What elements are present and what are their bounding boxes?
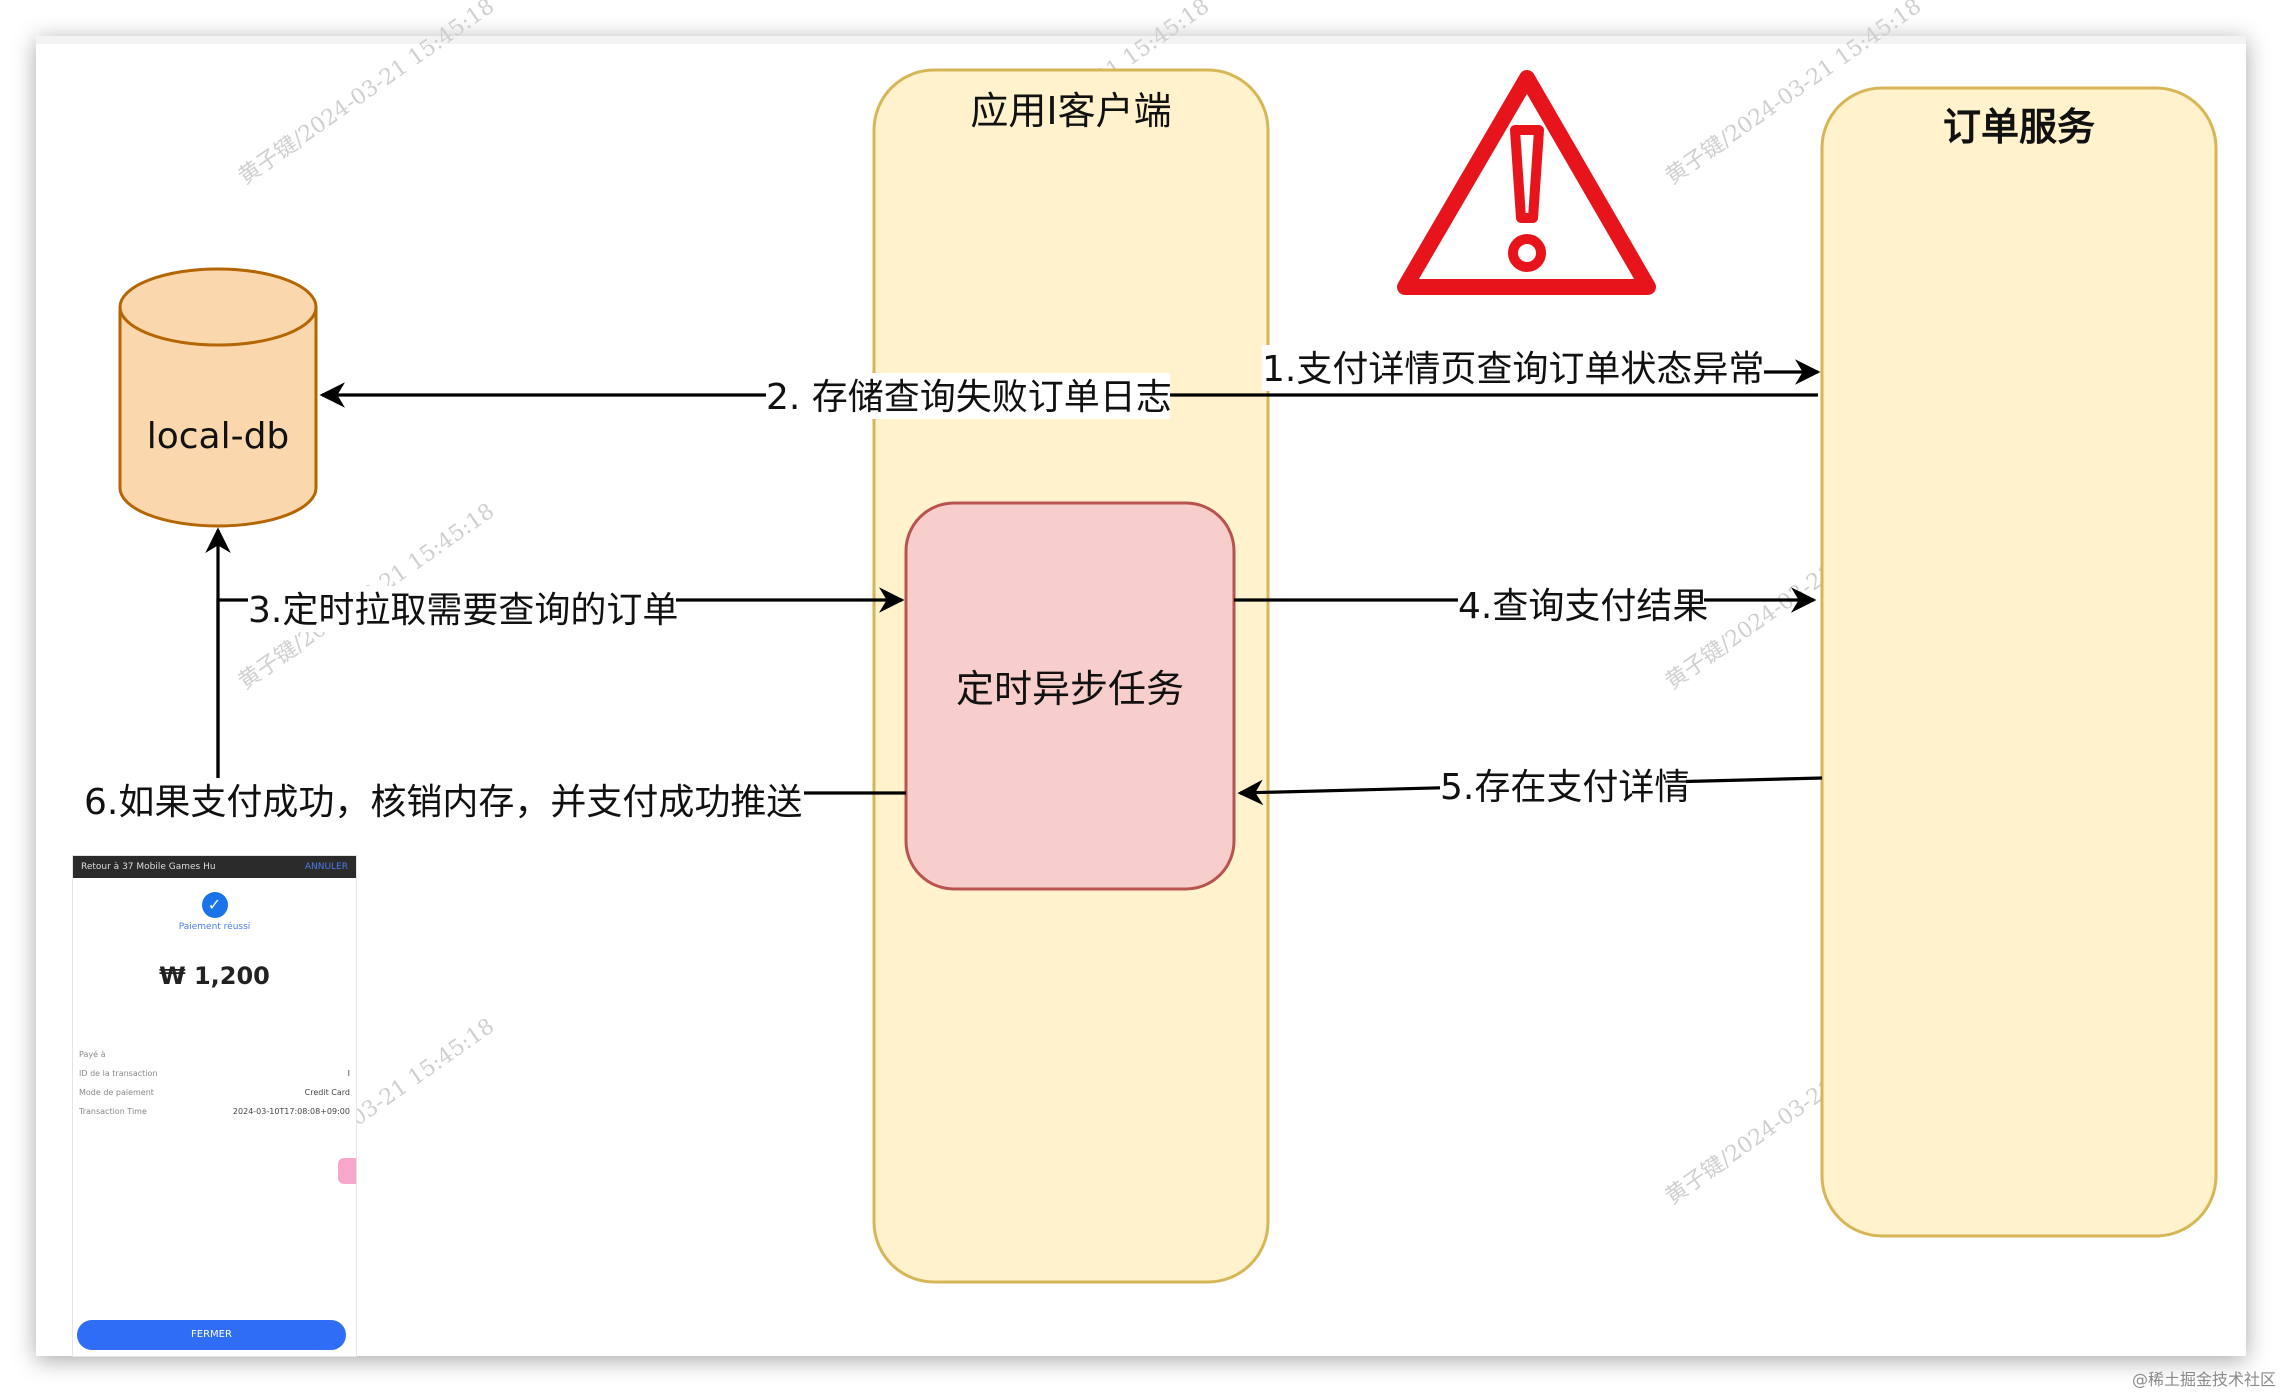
receipt-row-label: Payé à [79,1050,106,1059]
receipt-cancel-link[interactable]: ANNULER [304,862,348,872]
edge-label-5: 5.存在支付详情 [1440,767,1690,808]
receipt-row-label: Transaction Time [79,1107,147,1116]
order-service-lane[interactable] [1820,86,2218,1238]
receipt-row: Payé à [79,1050,350,1059]
client-lane-title: 应用I客户端 [970,89,1171,133]
order-service-title: 订单服务 [1943,105,2095,149]
receipt-row: ID de la transaction I [79,1069,350,1078]
footer-watermark: @稀土掘金技术社区 [2131,1370,2276,1389]
arrow-6 [205,527,906,795]
receipt-row-value: I [347,1069,350,1078]
edge-label-2: 2. 存储查询失败订单日志 [766,377,1172,418]
close-button[interactable]: FERMER [77,1320,346,1350]
receipt-row-value: Credit Card [304,1088,350,1097]
receipt-status: Paiement réussi [178,922,251,932]
floating-badge-icon[interactable] [338,1158,356,1184]
top-strip [36,36,2246,44]
receipt-row-label: ID de la transaction [79,1069,158,1078]
async-task-box[interactable] [904,501,1236,891]
edge-label-3: 3.定时拉取需要查询的订单 [248,590,678,631]
edge-label-4: 4.查询支付结果 [1458,586,1708,627]
receipt-row-label: Mode de paiement [79,1088,154,1097]
async-task-title: 定时异步任务 [956,667,1184,711]
watermark: 黄子键/2024-03-21 15:45:18 [234,0,499,190]
local-db-cylinder[interactable]: local-db [118,267,318,528]
receipt-row: Transaction Time 2024-03-10T17:08:08+09:… [79,1107,350,1116]
receipt-amount: ₩ 1,200 [159,962,270,990]
warning-triangle-icon [1397,70,1656,295]
receipt-back-link[interactable]: Retour à 37 Mobile Games Hu [81,862,216,872]
payment-receipt-screenshot: Retour à 37 Mobile Games Hu ANNULER ✓ Pa… [72,855,357,1357]
check-icon: ✓ [201,892,228,918]
edge-label-1: 1.支付详情页查询订单状态异常 [1262,349,1764,390]
receipt-row-value: 2024-03-10T17:08:08+09:00 [232,1107,350,1116]
receipt-row: Mode de paiement Credit Card [79,1088,350,1097]
receipt-header: Retour à 37 Mobile Games Hu ANNULER [73,856,356,878]
local-db-label: local-db [147,416,290,457]
edge-label-6: 6.如果支付成功，核销内存，并支付成功推送 [84,782,802,823]
receipt-details: Payé à ID de la transaction I Mode de pa… [73,1050,356,1116]
